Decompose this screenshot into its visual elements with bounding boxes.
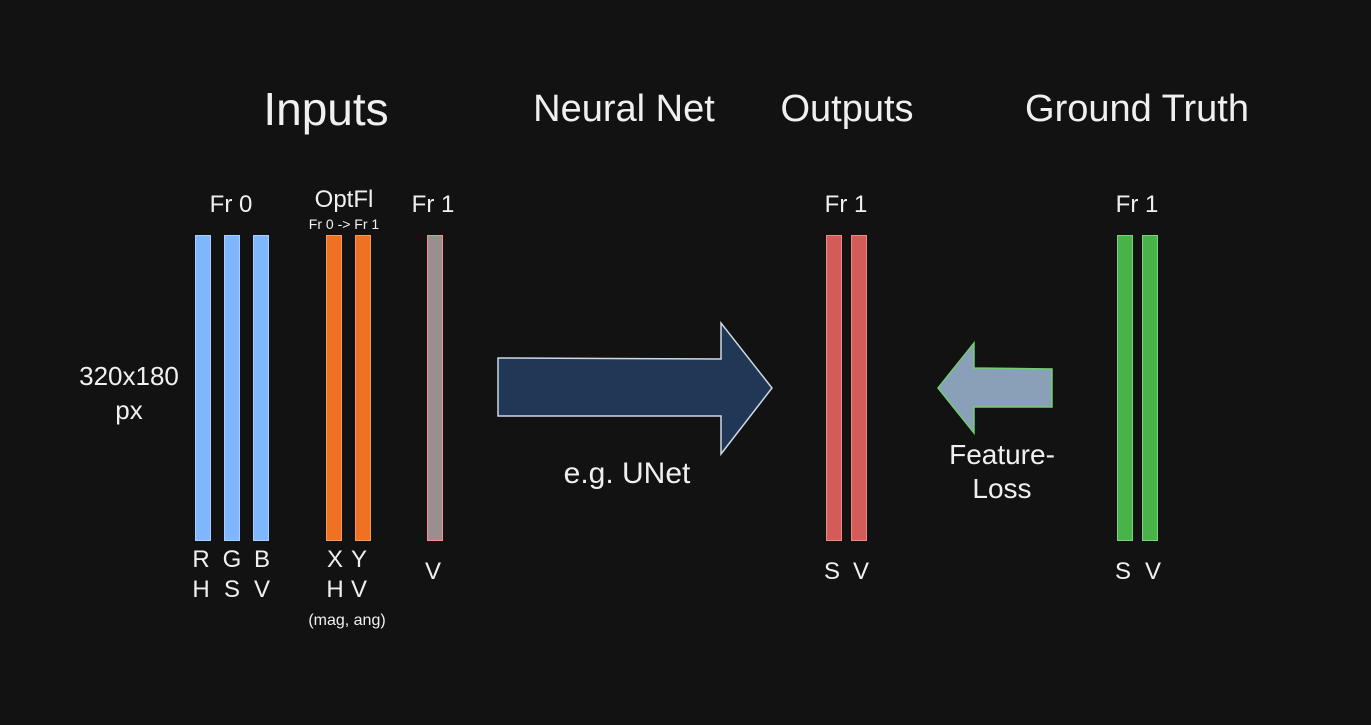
channel-label-s: S (223, 576, 241, 603)
input-bar-fr1-v (427, 235, 443, 541)
feature-loss-line1: Feature- (949, 439, 1055, 470)
ground-truth-fr1-title: Fr 1 (1115, 191, 1159, 218)
output-label-s: S (823, 558, 841, 585)
input-size-line2: px (115, 395, 143, 425)
fr0-title: Fr 0 (209, 191, 253, 218)
input-bar-b-v (253, 235, 269, 541)
inputs-heading: Inputs (263, 83, 389, 135)
outputs-heading: Outputs (780, 88, 914, 130)
feature-loss-arrow-icon (937, 340, 1053, 436)
output-bar-s (826, 235, 842, 541)
channel-label-r: R (192, 546, 210, 573)
optflow-bar-x-h (326, 235, 342, 541)
input-bar-g-s (224, 235, 240, 541)
fr1-input-title: Fr 1 (411, 191, 455, 218)
channel-label-g: G (222, 546, 242, 573)
network-arrow-icon (497, 320, 773, 457)
channel-label-fr1-v: V (424, 558, 442, 585)
ground-truth-bar-s (1117, 235, 1133, 541)
neural-net-heading: Neural Net (533, 88, 715, 130)
ground-truth-heading: Ground Truth (1025, 88, 1249, 130)
outputs-fr1-title: Fr 1 (824, 191, 868, 218)
channel-label-v: V (253, 576, 271, 603)
input-size-line1: 320x180 (79, 361, 179, 391)
input-size-label: 320x180 px (79, 359, 179, 427)
channel-label-y: Y (350, 546, 368, 573)
optflow-subtitle: Fr 0 -> Fr 1 (308, 216, 380, 232)
channel-label-h: H (192, 576, 210, 603)
feature-loss-label: Feature- Loss (949, 441, 1055, 503)
optflow-title: OptFl (314, 186, 374, 213)
channel-label-flow-v: V (350, 576, 368, 603)
input-bar-r-h (195, 235, 211, 541)
optflow-note: (mag, ang) (308, 612, 386, 629)
ground-truth-label-s: S (1114, 558, 1132, 585)
ground-truth-label-v: V (1144, 558, 1162, 585)
optflow-bar-y-v (355, 235, 371, 541)
channel-label-flow-h: H (326, 576, 344, 603)
ground-truth-bar-v (1142, 235, 1158, 541)
channel-label-x: X (326, 546, 344, 573)
output-label-v: V (852, 558, 870, 585)
network-label: e.g. UNet (563, 457, 691, 490)
channel-label-b: B (253, 546, 271, 573)
output-bar-v (851, 235, 867, 541)
feature-loss-line2: Loss (972, 473, 1032, 504)
